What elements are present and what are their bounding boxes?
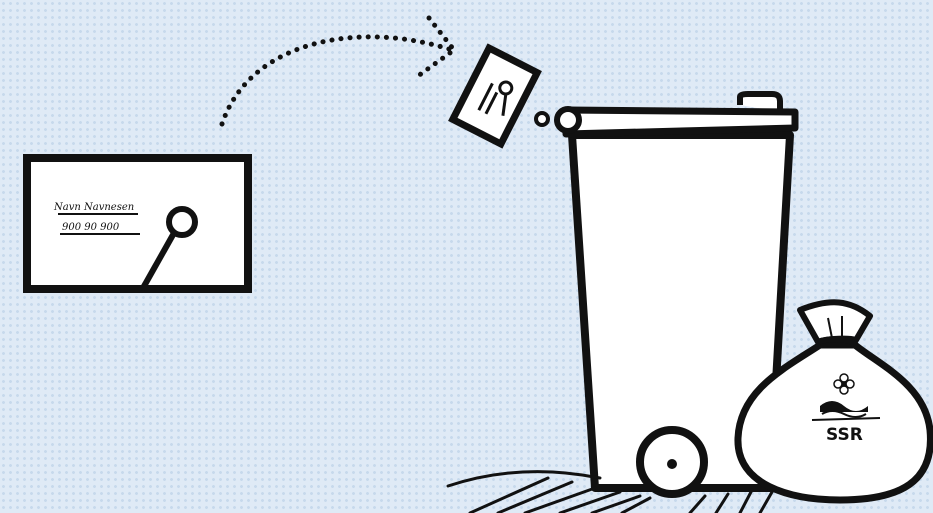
small-tag-icon	[453, 48, 537, 144]
dotted-arrow-icon	[222, 18, 454, 124]
tag-name: Navn Navnesen	[53, 202, 134, 213]
bag-label: SSR	[826, 425, 863, 445]
name-tag-icon: Navn Navnesen 900 90 900	[27, 158, 248, 289]
tag-phone: 900 90 900	[62, 222, 120, 233]
